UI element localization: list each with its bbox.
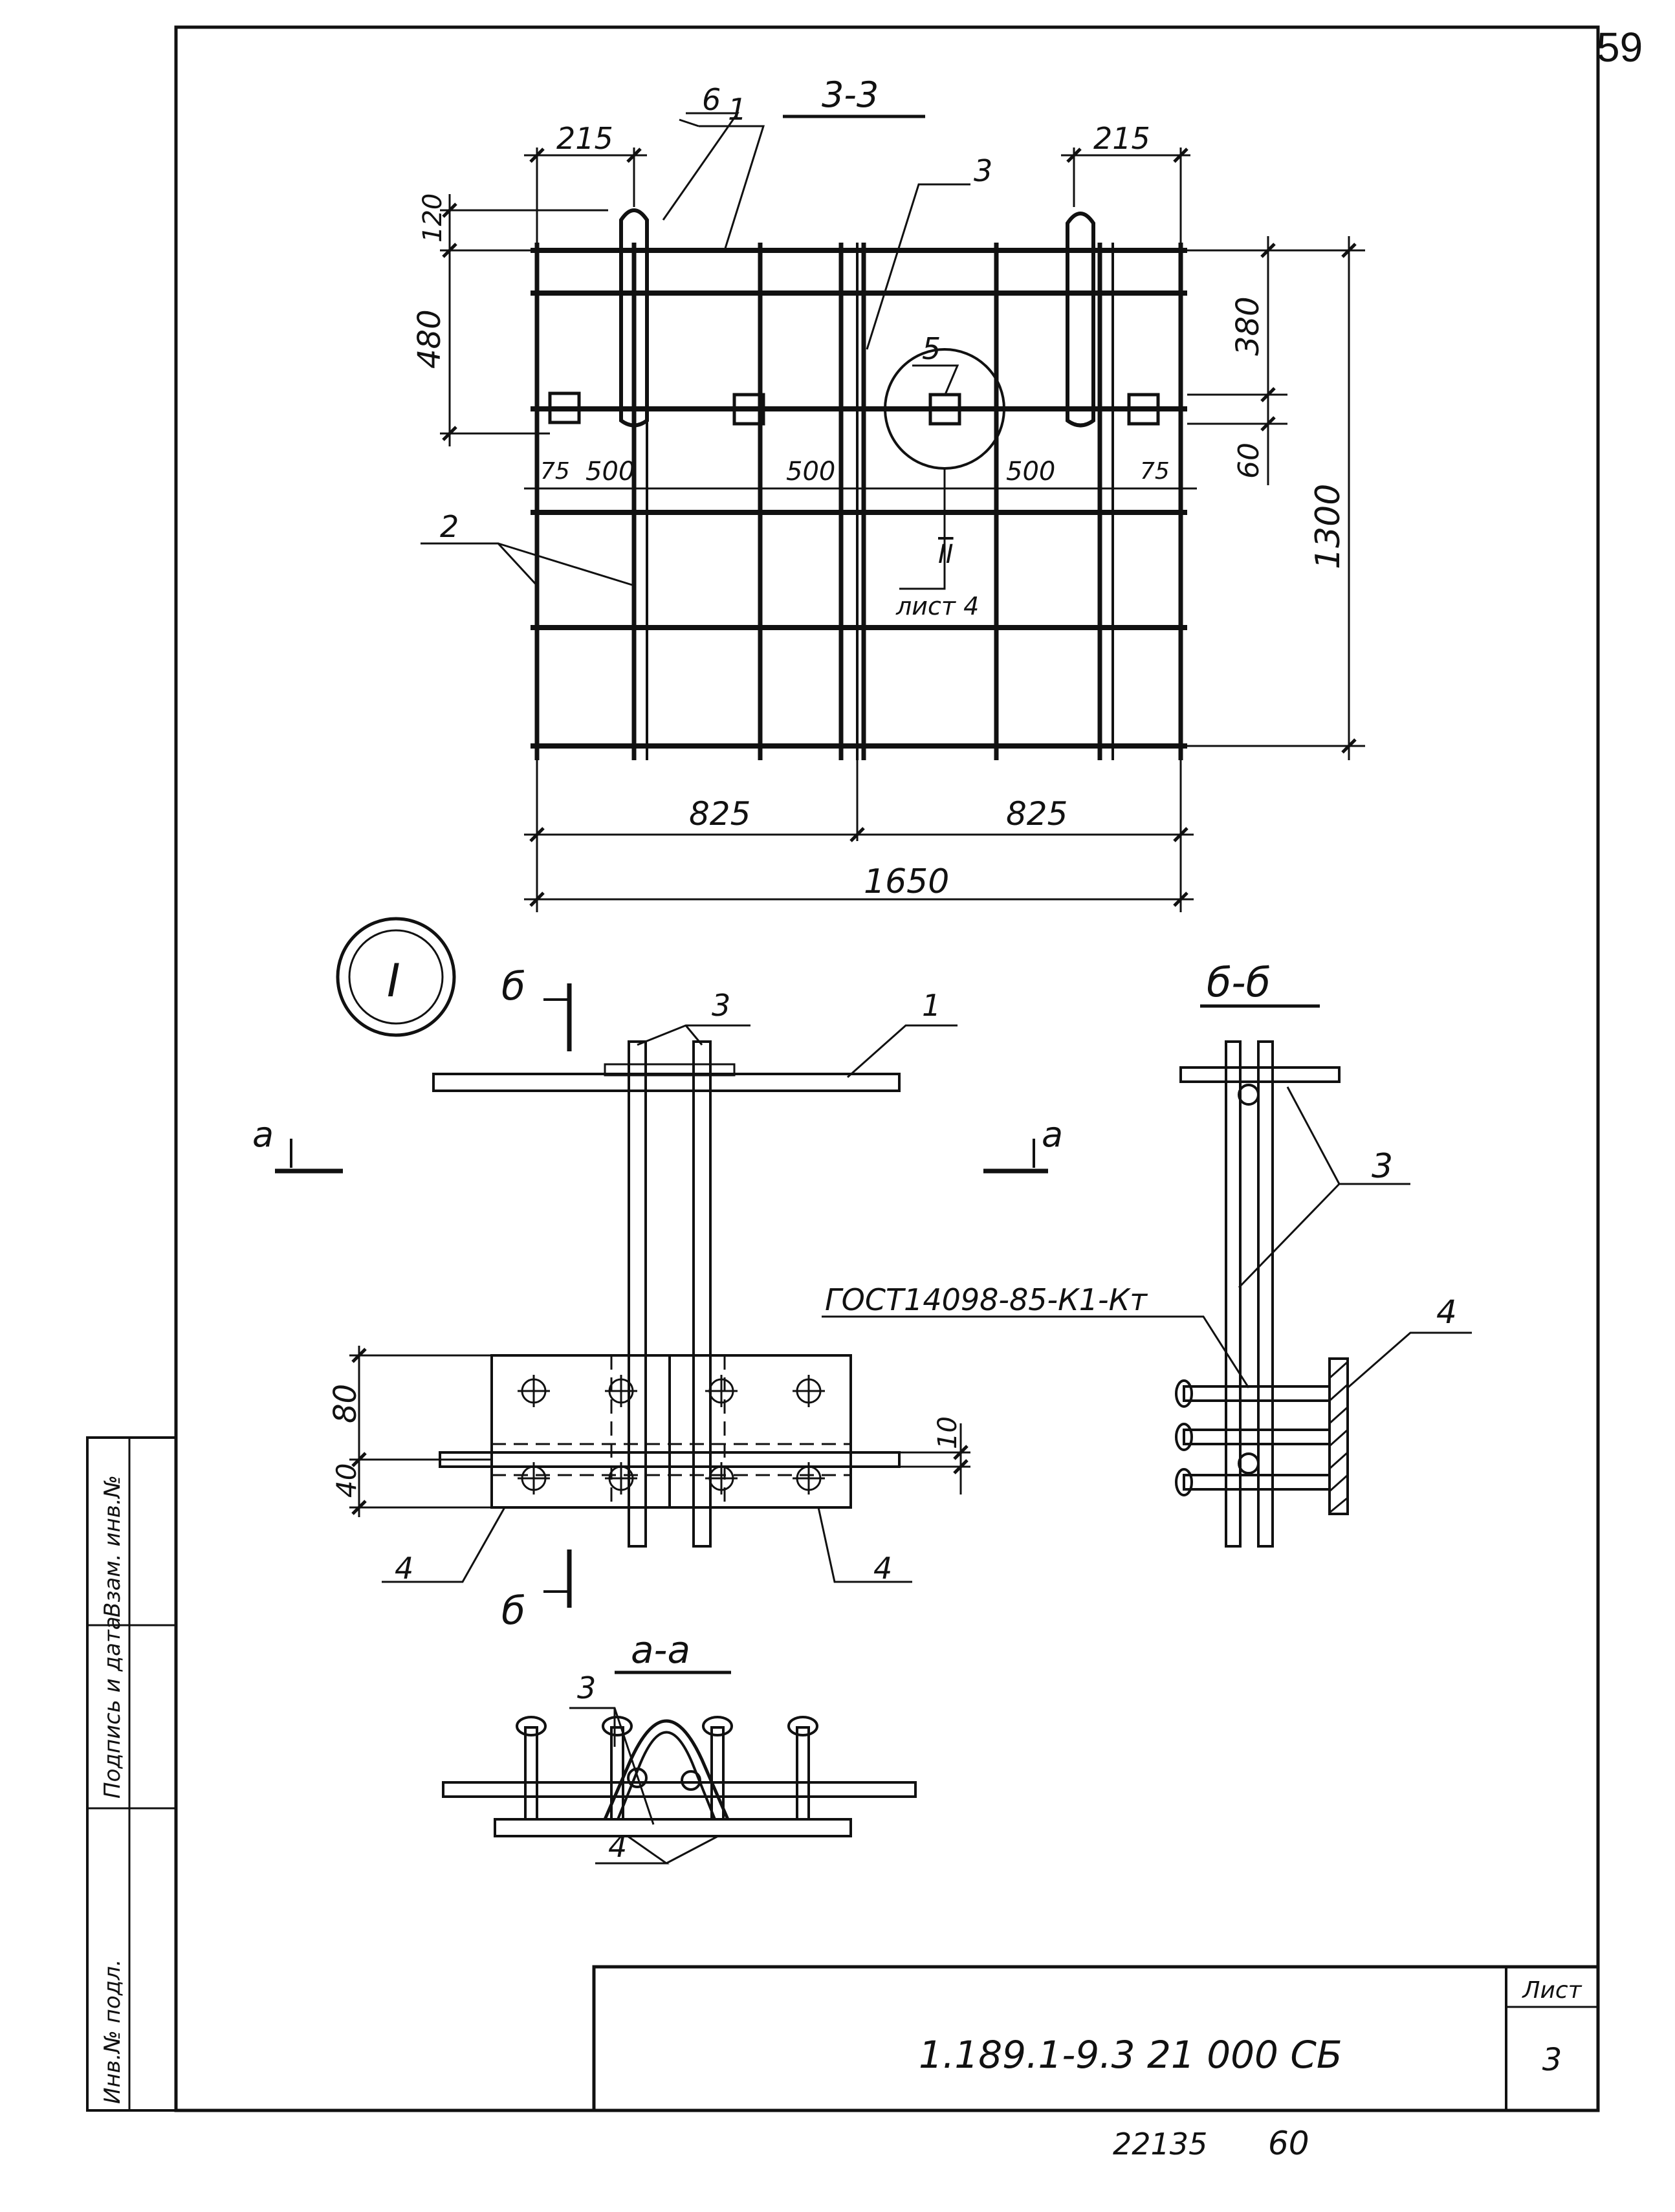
drawing-designation: 1.189.1-9.3 21 000 СБ	[919, 2033, 1342, 2077]
cut-b-top: б	[501, 964, 525, 1009]
title-block: Лист 3 1.189.1-9.3 21 000 СБ 22135 60	[592, 1965, 1600, 2162]
section-bb-callout-4: 4	[1436, 1293, 1457, 1331]
detail-ii-circle	[884, 348, 1005, 470]
detail-callout-4-right: 4	[873, 1551, 892, 1586]
detail-dim-80: 80	[327, 1384, 364, 1423]
section-aa: а-а 3 4	[442, 1628, 917, 1865]
plan-detail-ii-sheet: лист 4	[895, 592, 979, 620]
plan-dim-500-c: 500	[1006, 457, 1055, 487]
mesh-vertical-bars	[534, 243, 1183, 760]
section-aa-callout-3: 3	[577, 1670, 596, 1705]
stud-heads	[518, 1375, 825, 1495]
detail-node-label: I	[387, 954, 400, 1007]
plan-dim-1650: 1650	[864, 862, 949, 901]
plan-dim-215-left: 215	[556, 121, 613, 156]
plan-dim-75-left: 75	[540, 458, 570, 485]
plan-dim-75-right: 75	[1140, 458, 1170, 485]
plan-view: 3-3	[411, 74, 1365, 912]
section-aa-title: а-а	[631, 1628, 690, 1672]
plan-dim-480: 480	[411, 309, 448, 369]
plan-title: 3-3	[822, 74, 879, 115]
footer-format: 60	[1268, 2125, 1309, 2162]
cut-a-left: а	[252, 1114, 274, 1155]
plan-callout-5: 5	[922, 331, 941, 366]
mesh-horizontal-bars	[531, 248, 1187, 749]
lifting-loop-left	[619, 208, 649, 428]
embedded-plate	[1127, 393, 1160, 426]
embedded-plate	[732, 393, 765, 426]
cut-b-bottom: б	[501, 1588, 525, 1634]
detail-dim-40: 40	[331, 1463, 362, 1498]
detail-callout-3: 3	[712, 988, 730, 1023]
plan-callout-6: 6	[702, 82, 721, 117]
stamp-inv-podl: Инв.№ подл.	[100, 1959, 126, 2104]
detail-callout-4-left: 4	[395, 1551, 413, 1586]
detail-i: I б	[252, 917, 1063, 1634]
section-aa-callout-4: 4	[608, 1829, 627, 1864]
plan-dim-825-right: 825	[1006, 795, 1067, 833]
sheet-label: Лист	[1521, 1977, 1582, 2004]
plan-dim-825-left: 825	[689, 795, 750, 833]
plan-dim-60: 60	[1232, 443, 1265, 479]
page-number: 59	[1597, 24, 1643, 71]
plan-callout-3: 3	[974, 153, 992, 188]
plan-dim-500-b: 500	[786, 457, 835, 487]
sheet-number: 3	[1542, 2042, 1562, 2078]
footer-code: 22135	[1113, 2127, 1207, 2162]
plan-dim-215-right: 215	[1093, 121, 1150, 156]
stamp-signature-date: Подпись и дата	[100, 1616, 126, 1799]
detail-dim-10: 10	[933, 1416, 963, 1449]
plan-callout-1: 1	[728, 92, 747, 127]
detail-callout-1: 1	[922, 988, 941, 1023]
plan-dim-500-a: 500	[586, 457, 635, 487]
plan-dim-120: 120	[418, 193, 448, 243]
stamp-replaced-inv: Взам. инв.№	[100, 1475, 126, 1617]
cut-a-right: а	[1042, 1114, 1063, 1155]
plan-dim-380: 380	[1230, 296, 1266, 356]
plan-callout-2: 2	[440, 509, 459, 544]
lifting-loop-right	[1066, 212, 1095, 428]
weld-note: ГОСТ14098-85-К1-Кт	[825, 1282, 1148, 1317]
section-bb: б-б 3 4 Г	[822, 959, 1472, 1548]
side-stamp: Инв.№ подл. Подпись и дата Взам. инв.№	[86, 1436, 177, 2112]
plan-dim-1300: 1300	[1309, 484, 1348, 569]
plan-detail-ii-number: II	[938, 540, 954, 569]
section-bb-callout-3: 3	[1372, 1147, 1393, 1186]
section-bb-title: б-б	[1207, 959, 1271, 1006]
embedded-plate	[548, 391, 581, 424]
